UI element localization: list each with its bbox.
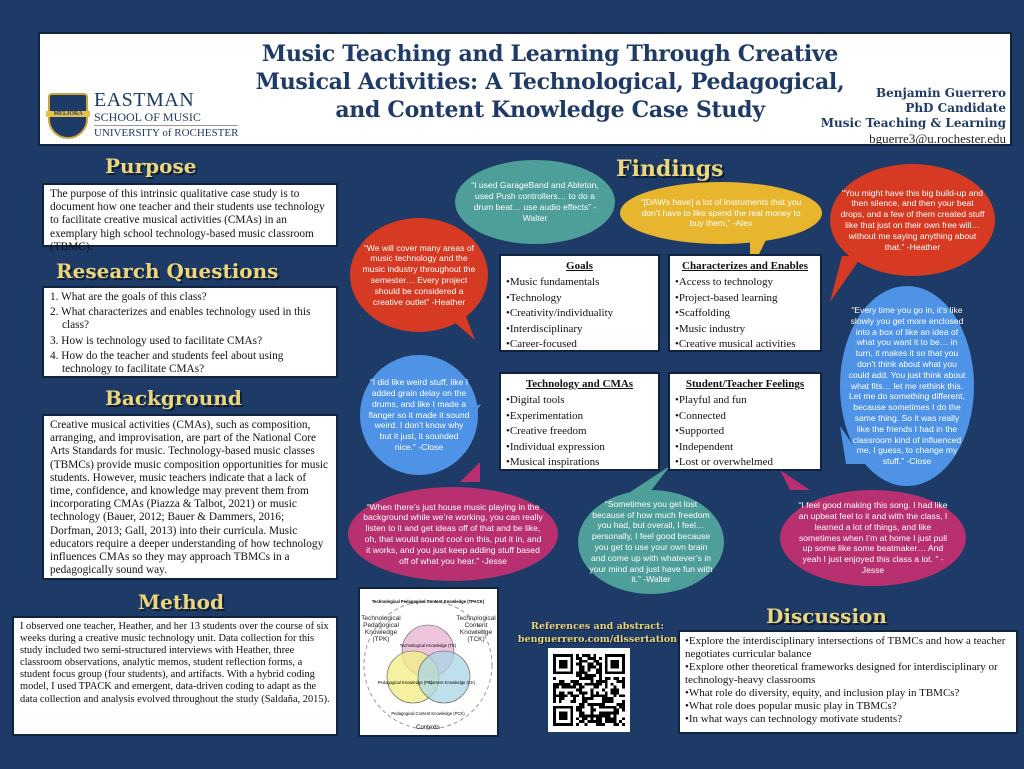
contexts-label: Contexts — [416, 725, 440, 731]
findings-box-characterizes: Characterizes and Enables Access to tech… — [668, 254, 822, 352]
tk-label: Technological Knowledge (TK) — [400, 643, 457, 648]
ck-label: Content Knowledge (CK) — [429, 680, 476, 685]
research-questions-heading: Research Questions — [56, 259, 279, 283]
pk-label: Pedagogical Knowledge (PK) — [378, 680, 433, 685]
background-box: Creative musical activities (CMAs), such… — [42, 414, 338, 580]
discussion-item: Explore other theoretical frameworks des… — [685, 661, 1011, 687]
qr-code[interactable] — [548, 648, 630, 732]
discussion-heading: Discussion — [766, 604, 887, 628]
quote-bubble: “[DAWs have] a lot of instruments that y… — [620, 182, 822, 244]
quote-bubble: “Sometimes you get lost because of how m… — [578, 490, 724, 594]
findings-box-feelings: Student/Teacher Feelings Playful and fun… — [668, 372, 822, 471]
research-question: 3. How is technology used to facilitate … — [50, 334, 263, 347]
quote-bubble: “You might have this big build-up and th… — [830, 164, 995, 276]
tpack-label: Technological Pedagogical Content Knowle… — [372, 599, 485, 604]
purpose-heading: Purpose — [105, 154, 197, 178]
author-program: Music Teaching & Learning — [820, 116, 1006, 130]
author-role: PhD Candidate — [905, 101, 1006, 115]
quote-bubble: “I used GarageBand and Ableton, used Pus… — [455, 160, 615, 244]
findings-box-goals: Goals Music fundamentalsTechnologyCreati… — [499, 254, 660, 352]
eastman-logo: MELIORA EASTMAN SCHOOL OF MUSIC UNIVERSI… — [46, 90, 239, 141]
background-heading: Background — [105, 386, 242, 410]
discussion-item: Explore the interdisciplinary intersecti… — [685, 635, 1011, 661]
quote-bubble: “When there’s just house music playing i… — [348, 487, 558, 581]
method-box: I observed one teacher, Heather, and her… — [12, 616, 338, 736]
references-link[interactable]: benguerrero.com/dissertation — [517, 634, 678, 645]
pck-label: Pedagogical Content Knowledge (PCK) — [391, 711, 465, 716]
discussion-box: Explore the interdisciplinary intersecti… — [678, 630, 1018, 734]
research-questions-box: 1. What are the goals of this class? 2. … — [42, 286, 338, 378]
quote-bubble: “We will cover many areas of music techn… — [350, 218, 488, 332]
tpk-label: Technological Pedagogical Knowledge (TPK… — [361, 615, 401, 643]
tpack-diagram: Technological Pedagogical Content Knowle… — [358, 587, 499, 737]
method-heading: Method — [138, 590, 224, 614]
poster-header: Music Teaching and Learning Through Crea… — [38, 32, 1012, 146]
author-name: Benjamin Guerrero — [876, 86, 1006, 100]
author-info: Benjamin Guerrero PhD Candidate Music Te… — [821, 86, 1006, 146]
quote-bubble: “Every time you go in, it’s like slowly … — [840, 286, 974, 486]
findings-box-technology: Technology and CMAs Digital toolsExperim… — [499, 372, 660, 471]
crest-icon: MELIORA — [46, 92, 90, 139]
tck-label: Technological Content Knowledge (TCK) — [456, 615, 496, 643]
discussion-item: In what ways can technology motivate stu… — [685, 713, 1011, 726]
poster-title: Music Teaching and Learning Through Crea… — [255, 41, 845, 123]
research-question: 1. What are the goals of this class? — [50, 291, 207, 303]
research-question: 4. How do the teacher and students feel … — [50, 349, 284, 376]
author-email: bguerre3@u.rochester.edu — [869, 131, 1006, 146]
purpose-box: The purpose of this intrinsic qualitativ… — [42, 183, 338, 253]
research-question: 2. What characterizes and enables techno… — [50, 306, 311, 332]
quote-bubble: “I did like weird stuff, like I added gr… — [360, 355, 478, 475]
findings-heading: Findings — [616, 156, 724, 182]
quote-bubble: “I feel good making this song. I had lik… — [780, 490, 966, 586]
references: References and abstract: benguerrero.com… — [505, 620, 690, 646]
discussion-item: What role does popular music play in TBM… — [685, 700, 1011, 713]
discussion-item: What role do diversity, equity, and incl… — [685, 687, 1011, 700]
